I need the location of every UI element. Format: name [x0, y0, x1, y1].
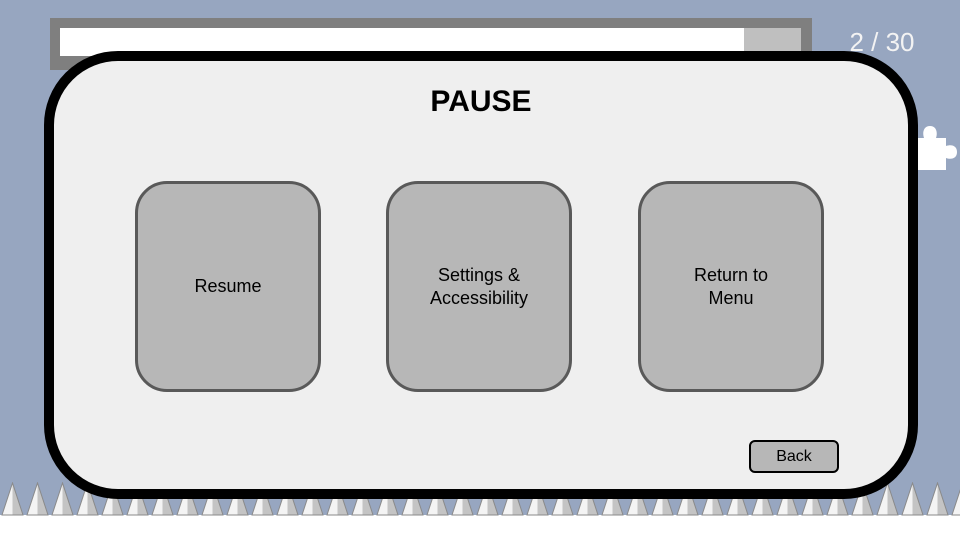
spike-icon — [951, 489, 960, 516]
spike-icon — [901, 482, 924, 516]
spike-icon — [876, 482, 899, 516]
pause-title: PAUSE — [430, 85, 532, 118]
spike-icon — [1, 482, 24, 516]
return-to-menu-button[interactable]: Return to Menu — [638, 181, 824, 392]
settings-accessibility-button[interactable]: Settings & Accessibility — [386, 181, 572, 392]
spike-icon — [26, 482, 49, 516]
spike-icon — [926, 482, 949, 516]
resume-button-label: Resume — [194, 276, 262, 296]
spike-icon — [51, 482, 74, 516]
settings-accessibility-button-label: Settings & Accessibility — [429, 264, 529, 308]
back-button[interactable]: Back — [749, 440, 839, 473]
return-to-menu-button-label: Return to Menu — [693, 264, 769, 308]
pause-panel: PAUSE Resume Settings & Accessibility Re… — [44, 51, 918, 499]
resume-button[interactable]: Resume — [135, 181, 321, 392]
ground — [0, 515, 960, 540]
